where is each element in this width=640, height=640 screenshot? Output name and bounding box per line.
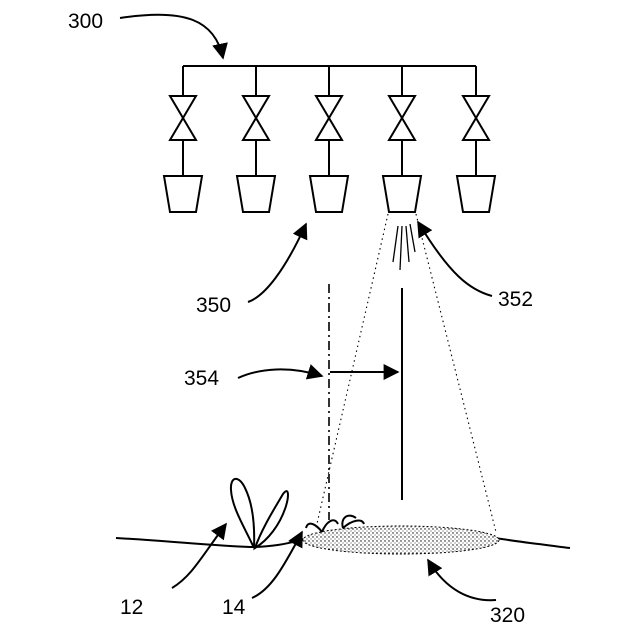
spray-streak (400, 226, 402, 270)
plant-12 (231, 479, 288, 548)
offset-indicator (329, 284, 402, 520)
valve-icon (316, 96, 342, 140)
nozzle-assembly (383, 66, 421, 212)
nozzle-icon (310, 176, 348, 212)
label-300: 300 (68, 10, 103, 33)
nozzle-assembly (164, 66, 202, 212)
nozzle-assembly (310, 66, 348, 212)
spray-streak (393, 226, 398, 262)
label-350: 350 (196, 294, 231, 317)
label-12: 12 (120, 596, 143, 619)
valve-icon (170, 96, 196, 140)
spray-streak (410, 224, 415, 252)
leader-320 (428, 560, 496, 600)
leader-354 (238, 369, 322, 378)
valve-icon (243, 96, 269, 140)
nozzle-icon (457, 176, 495, 212)
leader-352 (418, 222, 492, 296)
sprout-leaf (343, 521, 364, 528)
leader-12 (172, 524, 226, 588)
sprout-leaf (306, 524, 322, 532)
nozzle-assembly (457, 66, 495, 212)
leader-350 (248, 224, 306, 302)
plant-leaf (231, 479, 254, 548)
label-352: 352 (498, 288, 533, 311)
spray-streak (406, 226, 409, 262)
valve-icon (463, 96, 489, 140)
nozzle-assembly (237, 66, 275, 212)
label-14: 14 (222, 596, 246, 619)
nozzle-icon (383, 176, 421, 212)
spray-area (303, 526, 499, 554)
spray-cone-right-edge (416, 214, 496, 532)
leader-300 (120, 15, 223, 58)
nozzle-icon (237, 176, 275, 212)
nozzle-assemblies (164, 66, 495, 212)
label-354: 354 (184, 367, 219, 390)
valve-icon (389, 96, 415, 140)
label-320: 320 (490, 604, 525, 627)
nozzle-icon (164, 176, 202, 212)
plant-leaf (255, 491, 288, 548)
